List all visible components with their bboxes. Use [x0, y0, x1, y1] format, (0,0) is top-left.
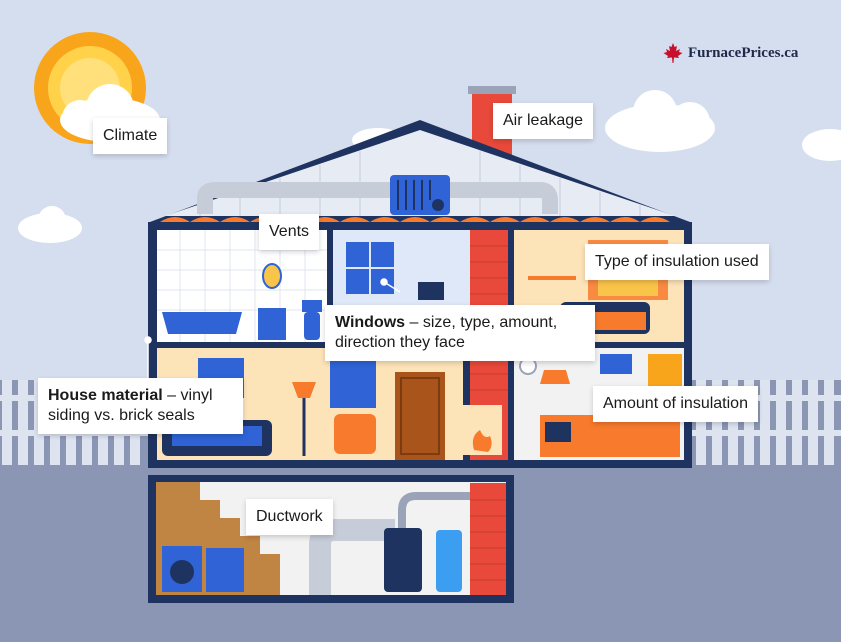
- label-house-material: House material – vinyl siding vs. brick …: [38, 378, 243, 434]
- brand-name: FurnacePrices.ca: [688, 44, 799, 61]
- furnace: [384, 528, 422, 592]
- label-insulation-type: Type of insulation used: [585, 244, 769, 280]
- label-windows: Windows – size, type, amount, direction …: [325, 305, 595, 361]
- door: [395, 372, 445, 460]
- cloud-top-right: [605, 90, 715, 152]
- label-ductwork: Ductwork: [246, 499, 333, 535]
- label-house-material-detail: – vinyl siding vs. brick seals: [48, 387, 213, 424]
- label-windows-title: Windows: [335, 314, 406, 331]
- dryer: [206, 548, 244, 592]
- brand-logo: FurnacePrices.ca: [662, 42, 798, 64]
- cloud-far-right: [802, 129, 841, 161]
- label-climate: Climate: [93, 118, 168, 154]
- cloud-small-left: [18, 206, 82, 243]
- fireplace-fire: [472, 430, 492, 452]
- label-house-material-title: House material: [48, 387, 163, 404]
- label-vents: Vents: [259, 214, 320, 250]
- bathtub: [162, 312, 242, 334]
- label-windows-detail: – size, type, amount, direction they fac…: [335, 314, 558, 351]
- label-air-leakage: Air leakage: [493, 103, 594, 139]
- water-heater: [436, 530, 462, 592]
- label-insulation-amount: Amount of insulation: [593, 386, 758, 422]
- floor-lamp: [292, 382, 316, 398]
- attic-duct: [197, 182, 558, 214]
- maple-leaf-icon: [663, 43, 683, 63]
